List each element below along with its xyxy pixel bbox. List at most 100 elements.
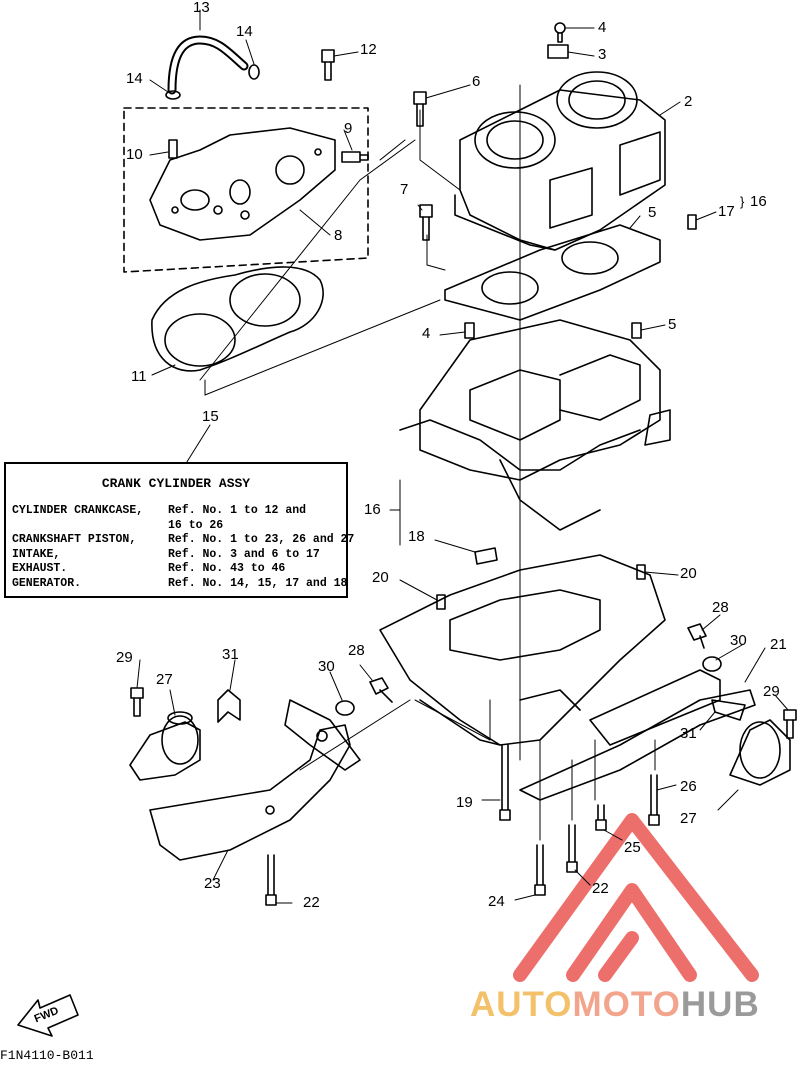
mount-plate-21 [519,669,756,801]
diagram-code: F1N4110-B011 [0,1048,94,1063]
intake-manifold-8 [149,127,336,241]
watermark-triangle [513,813,759,982]
callout-28-right: 28 [712,599,729,616]
row-ref: Ref. No. 14, 15, 17 and 18 [168,576,348,590]
dowel-17 [687,214,697,230]
callout-26: 26 [680,778,697,795]
bolt-28-left [369,677,393,703]
fitting-9 [341,151,369,163]
callout-3: 4 [598,19,607,36]
callout-15: 15 [202,408,219,425]
callout-31-left: 31 [222,646,239,663]
bolt-7 [419,204,433,241]
watermark-logo: AUTOMOTOHUB [470,985,760,1025]
row-label [12,519,168,534]
row-label: CYLINDER CRANKCASE, [12,504,144,517]
assembly-lines [199,84,656,841]
bolt-29-right [783,709,797,739]
callout-25: 25 [624,839,641,856]
callout-17: 17 [718,203,735,220]
row-label: GENERATOR. [12,576,82,590]
intake-dashed-box [123,107,369,273]
screw-3 [554,22,566,43]
row-ref: Ref. No. 3 and 6 to 17 [168,547,320,561]
row-ref: Ref. No. 43 to 46 [168,562,286,575]
bolt-25 [595,804,607,831]
callout-29-left: 29 [116,649,133,666]
plate-31-right [711,699,746,721]
callout-1: 2 [684,93,693,110]
callout-20-right: 20 [680,565,697,582]
callout-9: 9 [344,120,353,137]
callout-27-right: 27 [680,810,697,827]
lower-crankcase [379,554,666,746]
callout-23: 23 [204,875,221,892]
watermark-part3: HUB [680,985,760,1024]
callout-29-right: 29 [763,683,780,700]
row-label: CRANKSHAFT PISTON, [12,533,137,546]
box-row: GENERATOR. Ref. No. 14, 15, 17 and 18 [12,577,354,592]
callout-31-right: 31 [680,725,697,742]
callout-11: 11 [131,368,147,385]
callout-30-left: 30 [318,658,335,675]
box-title: CRANK CYLINDER ASSY [101,476,251,491]
box-row: EXHAUST. Ref. No. 43 to 46 [12,562,354,577]
callout-27-left: 27 [156,671,173,688]
callout-20-left: 20 [372,569,389,586]
callout-22-right: 22 [592,880,609,897]
bolt-24 [534,844,546,896]
cylinder-block-1 [454,71,666,251]
callout-8: 8 [334,227,343,244]
row-ref: 16 to 26 [168,518,224,532]
callout-28-left: 28 [348,642,365,659]
washer-30-right [702,656,722,672]
callout-13: 13 [193,0,210,16]
mount-plate-23 [149,699,361,861]
callout-16-mid: 16 [364,501,381,518]
row-ref: Ref. No. 1 to 23, 26 and 27 [168,533,355,546]
callout-16-top: 16 [750,193,767,210]
callout-19: 19 [456,794,473,811]
callout-10: 10 [126,146,143,163]
upper-crankcase [399,319,671,531]
base-gasket-5 [444,224,661,321]
leader-lines [136,9,789,904]
pin-10 [168,139,178,159]
callout-14-left: 14 [126,70,143,87]
fwd-arrow [17,994,79,1037]
gasket-11 [151,266,324,372]
bushing-18 [474,547,498,565]
watermark-part2: MOTO [572,985,681,1024]
row-label: INTAKE, [12,547,61,561]
callout-7: 7 [400,181,409,198]
callout-14-top: 14 [236,23,253,40]
callout-4-left: 4 [422,325,431,342]
callout-18: 18 [408,528,425,545]
clip-14-left [165,90,181,100]
clip-14-top [248,64,260,80]
engine-mount-27-left [129,711,201,781]
bolt-12 [321,49,335,81]
row-ref: Ref. No. 1 to 12 and [168,504,307,517]
bolt-22-right [566,824,578,873]
engine-mount-27-right [729,719,791,786]
callout-2: 3 [598,46,607,63]
box-row: INTAKE, Ref. No. 3 and 6 to 17 [12,548,354,563]
bracket: } [740,194,745,209]
clamp-2 [547,44,569,59]
callout-6: 6 [472,73,481,90]
callout-5: 5 [648,204,657,221]
box-row: CRANKSHAFT PISTON, Ref. No. 1 to 23, 26 a… [12,533,354,548]
bolt-28-right [687,623,707,649]
callout-21: 21 [770,636,787,653]
row-label: EXHAUST. [12,562,68,575]
box-row: CYLINDER CRANKCASE, Ref. No. 1 to 12 and [12,504,354,519]
box-row: 16 to 26 [12,519,354,534]
bolt-22-left [265,854,277,906]
callout-22-left: 22 [303,894,320,911]
bolt-26 [648,774,660,826]
callout-30-right: 30 [730,632,747,649]
bolt-29-left [130,687,144,717]
crank-cylinder-assy-box: CRANK CYLINDER ASSY CYLINDER CRANKCASE, R… [4,462,354,598]
